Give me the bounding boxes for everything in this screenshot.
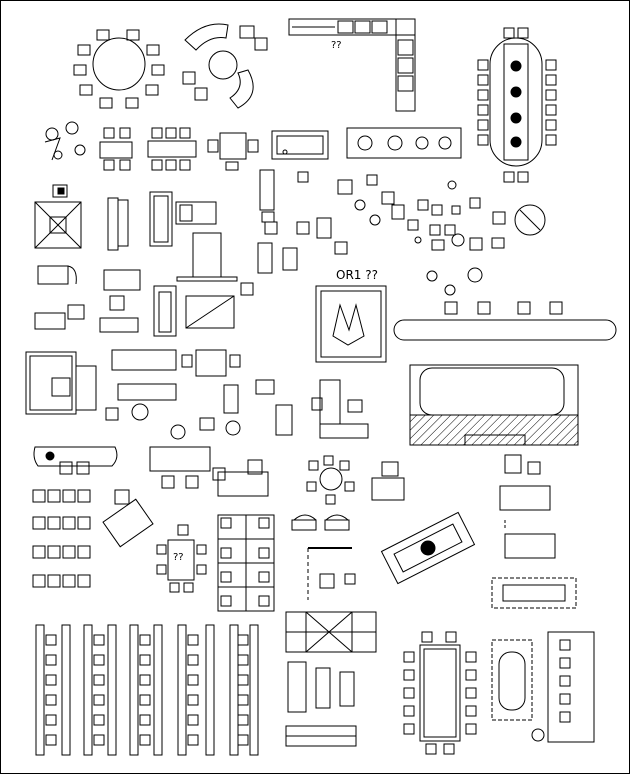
- bench: [285, 725, 357, 747]
- curved-sofa-set: [182, 23, 268, 109]
- sofa-corner-small: [153, 285, 177, 337]
- round-table-with-chairs: [73, 29, 165, 109]
- desk-dashed: [504, 520, 556, 559]
- meeting-table-label: ??: [173, 552, 184, 563]
- bus-layout: [409, 364, 579, 446]
- long-meeting-table: [403, 631, 477, 755]
- table-lamp-set: [181, 349, 241, 377]
- or1-label: OR1 ??: [336, 268, 378, 282]
- sofa-two: [111, 349, 177, 371]
- sofa-three-seat: [149, 191, 173, 247]
- desk-curved: [107, 197, 129, 251]
- round-table-chairs-small: [306, 455, 355, 505]
- single-bed: [175, 201, 217, 225]
- corner-sofa-label: ??: [331, 40, 342, 51]
- sofa-long: [271, 130, 329, 160]
- office-chairs-cluster: [257, 169, 395, 274]
- office-table-angled: [185, 282, 254, 329]
- corner-sofa: [288, 18, 416, 112]
- twin-beds: [371, 461, 405, 501]
- bed-single-side: [499, 454, 551, 511]
- partition-corner: [307, 547, 356, 600]
- sofa-pair-curved: [291, 514, 350, 531]
- angled-desk: [102, 489, 154, 548]
- long-conference-table: [393, 301, 617, 341]
- bed-angled: [217, 459, 269, 497]
- wall-shelving: [531, 631, 595, 743]
- desk-unit: [199, 379, 293, 436]
- angled-conference-table: [380, 511, 476, 585]
- sectional-sofa: [25, 351, 97, 415]
- l-desk-chair: [311, 379, 369, 439]
- storage-units: [285, 611, 377, 653]
- desk-with-chair: [34, 295, 139, 333]
- workstation-clusters: [217, 514, 275, 612]
- chair-rows: [32, 489, 91, 588]
- reception-desk: [33, 446, 118, 475]
- misc-furniture-group: [354, 180, 546, 296]
- planter-box: [346, 127, 462, 159]
- tv-unit: [37, 265, 77, 285]
- bed-with-nightstands: [34, 184, 82, 249]
- small-dining-set: [99, 127, 133, 171]
- boardroom-table: [477, 27, 557, 183]
- meeting-table-rect: [156, 524, 207, 593]
- folding-table-dashed: [491, 577, 577, 609]
- vehicles: [287, 661, 355, 713]
- executive-desk: [149, 446, 226, 489]
- wardrobe: [176, 232, 238, 282]
- rug-or1: [315, 285, 387, 363]
- square-table-set: [207, 132, 259, 171]
- dining-table-six: [147, 127, 197, 171]
- auditorium-seating: [35, 624, 259, 756]
- lounge-chairs: [105, 383, 186, 440]
- plants-group: [44, 121, 86, 161]
- oval-table-dashed: [491, 639, 533, 721]
- sofa-small: [103, 269, 141, 291]
